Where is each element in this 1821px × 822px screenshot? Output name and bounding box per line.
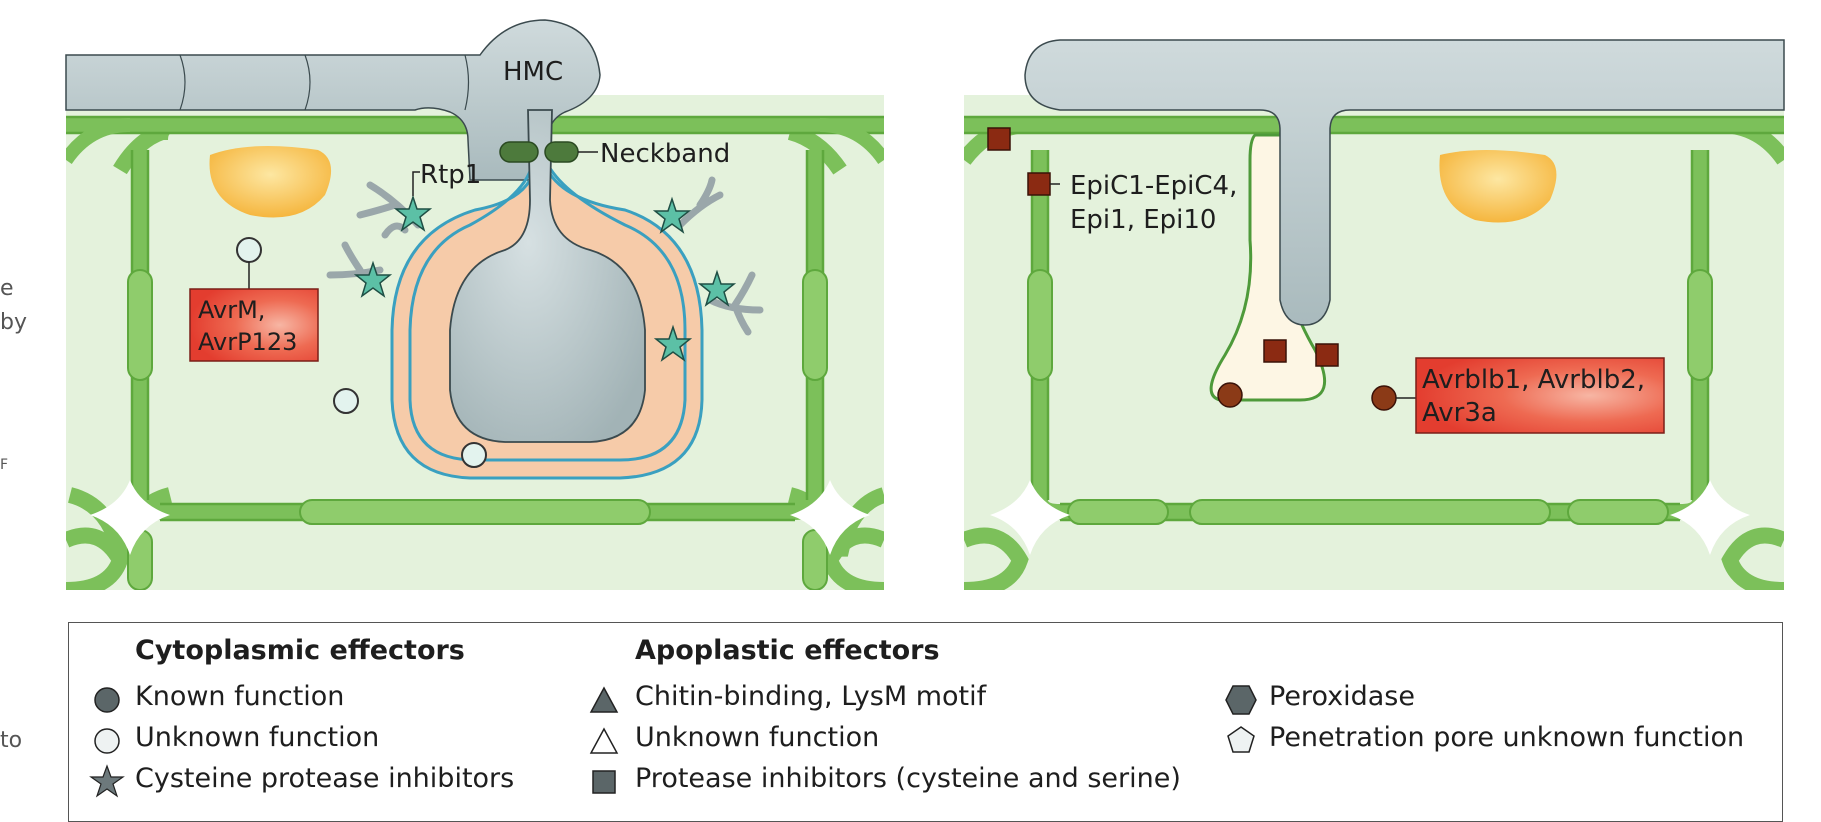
epi-label-line2: Epi1, Epi10: [1070, 205, 1216, 235]
avrm-box: [189, 288, 319, 362]
star-effector: [697, 269, 737, 307]
known-cytoplasmic-effectors: [1217, 382, 1397, 411]
square-effector: [1263, 339, 1287, 363]
avrblb-label-line1: Avrblb1, Avrblb2,: [1422, 365, 1645, 395]
intercellular-space: [90, 480, 170, 555]
legend: Cytoplasmic effectors Apoplastic effecto…: [68, 622, 1783, 822]
legend-item-cysteine-protease-inhibitors: Cysteine protease inhibitors: [135, 763, 515, 794]
right-panel: [964, 95, 1784, 590]
legend-item-known-function: Known function: [135, 681, 345, 712]
organelle: [1439, 150, 1557, 223]
intercellular-space: [790, 480, 870, 555]
star-effectors: [353, 194, 737, 362]
dark-square-icon: [592, 770, 616, 794]
hmc-label: HMC: [503, 57, 563, 87]
avrm-label-line1: AvrM,: [198, 296, 265, 324]
legend-heading-apoplastic: Apoplastic effectors: [635, 635, 940, 666]
epi-label-line1: EpiC1-EpiC4,: [1070, 171, 1237, 201]
unknown-cytoplasmic-effectors: [236, 237, 487, 468]
haustorial-membrane: [408, 164, 687, 462]
dark-circle-effector: [1217, 382, 1243, 408]
star-icon: [89, 764, 125, 798]
star-effector: [393, 194, 433, 232]
wall-pit: [802, 269, 828, 381]
rtp1-label: Rtp1: [420, 160, 481, 190]
neckband-band: [499, 141, 539, 163]
neckband-band: [544, 141, 579, 163]
wall-pit: [299, 499, 651, 525]
dark-triangle-icon: [589, 686, 619, 713]
legend-item-penetration-pore: Penetration pore unknown function: [1269, 722, 1745, 753]
light-circle-effector: [236, 237, 262, 263]
star-effector: [653, 324, 693, 362]
avrm-label-line2: AvrP123: [198, 328, 297, 356]
dark-circle-effector: [1371, 385, 1397, 411]
side-text-fragment: to: [0, 728, 23, 753]
light-pentagon-icon: [1227, 726, 1255, 753]
side-text-fragment: by: [0, 310, 27, 335]
side-text-fragment: F: [0, 457, 9, 473]
avrblb-box: [1415, 357, 1665, 434]
right-hypha: [1024, 39, 1785, 326]
wall-pit: [127, 269, 153, 381]
square-effector: [1315, 343, 1339, 367]
square-effector: [1027, 172, 1051, 196]
legend-item-apoplastic-unknown-function: Unknown function: [635, 722, 880, 753]
haustorium: [449, 109, 646, 443]
legend-heading-cytoplasmic: Cytoplasmic effectors: [135, 635, 465, 666]
protease-inhibitor-effectors: [987, 127, 1339, 367]
figure: HMC Neckband Rtp1 AvrM, AvrP123 EpiC1-Ep…: [0, 19, 1785, 822]
side-text-fragment: e: [0, 276, 14, 301]
light-circle-effector: [333, 388, 359, 414]
dark-circle-icon: [94, 687, 120, 713]
light-triangle-icon: [589, 727, 619, 754]
organelle: [209, 146, 332, 218]
star-effector: [652, 196, 692, 234]
legend-item-chitin-binding: Chitin-binding, LysM motif: [635, 681, 987, 712]
neckband-label: Neckband: [600, 139, 730, 169]
light-circle-icon: [94, 728, 120, 754]
light-circle-effector: [461, 442, 487, 468]
diagram-canvas: HMC Neckband Rtp1 AvrM, AvrP123 EpiC1-Ep…: [65, 19, 1785, 590]
star-effector: [353, 260, 393, 298]
dark-hexagon-icon: [1225, 685, 1257, 715]
hypha: [65, 19, 601, 181]
legend-item-protease-inhibitors: Protease inhibitors (cysteine and serine…: [635, 763, 1181, 794]
legend-item-peroxidase: Peroxidase: [1269, 681, 1415, 712]
legend-item-unknown-function: Unknown function: [135, 722, 380, 753]
square-effector: [987, 127, 1011, 151]
avrblb-label-line2: Avr3a: [1422, 398, 1497, 428]
